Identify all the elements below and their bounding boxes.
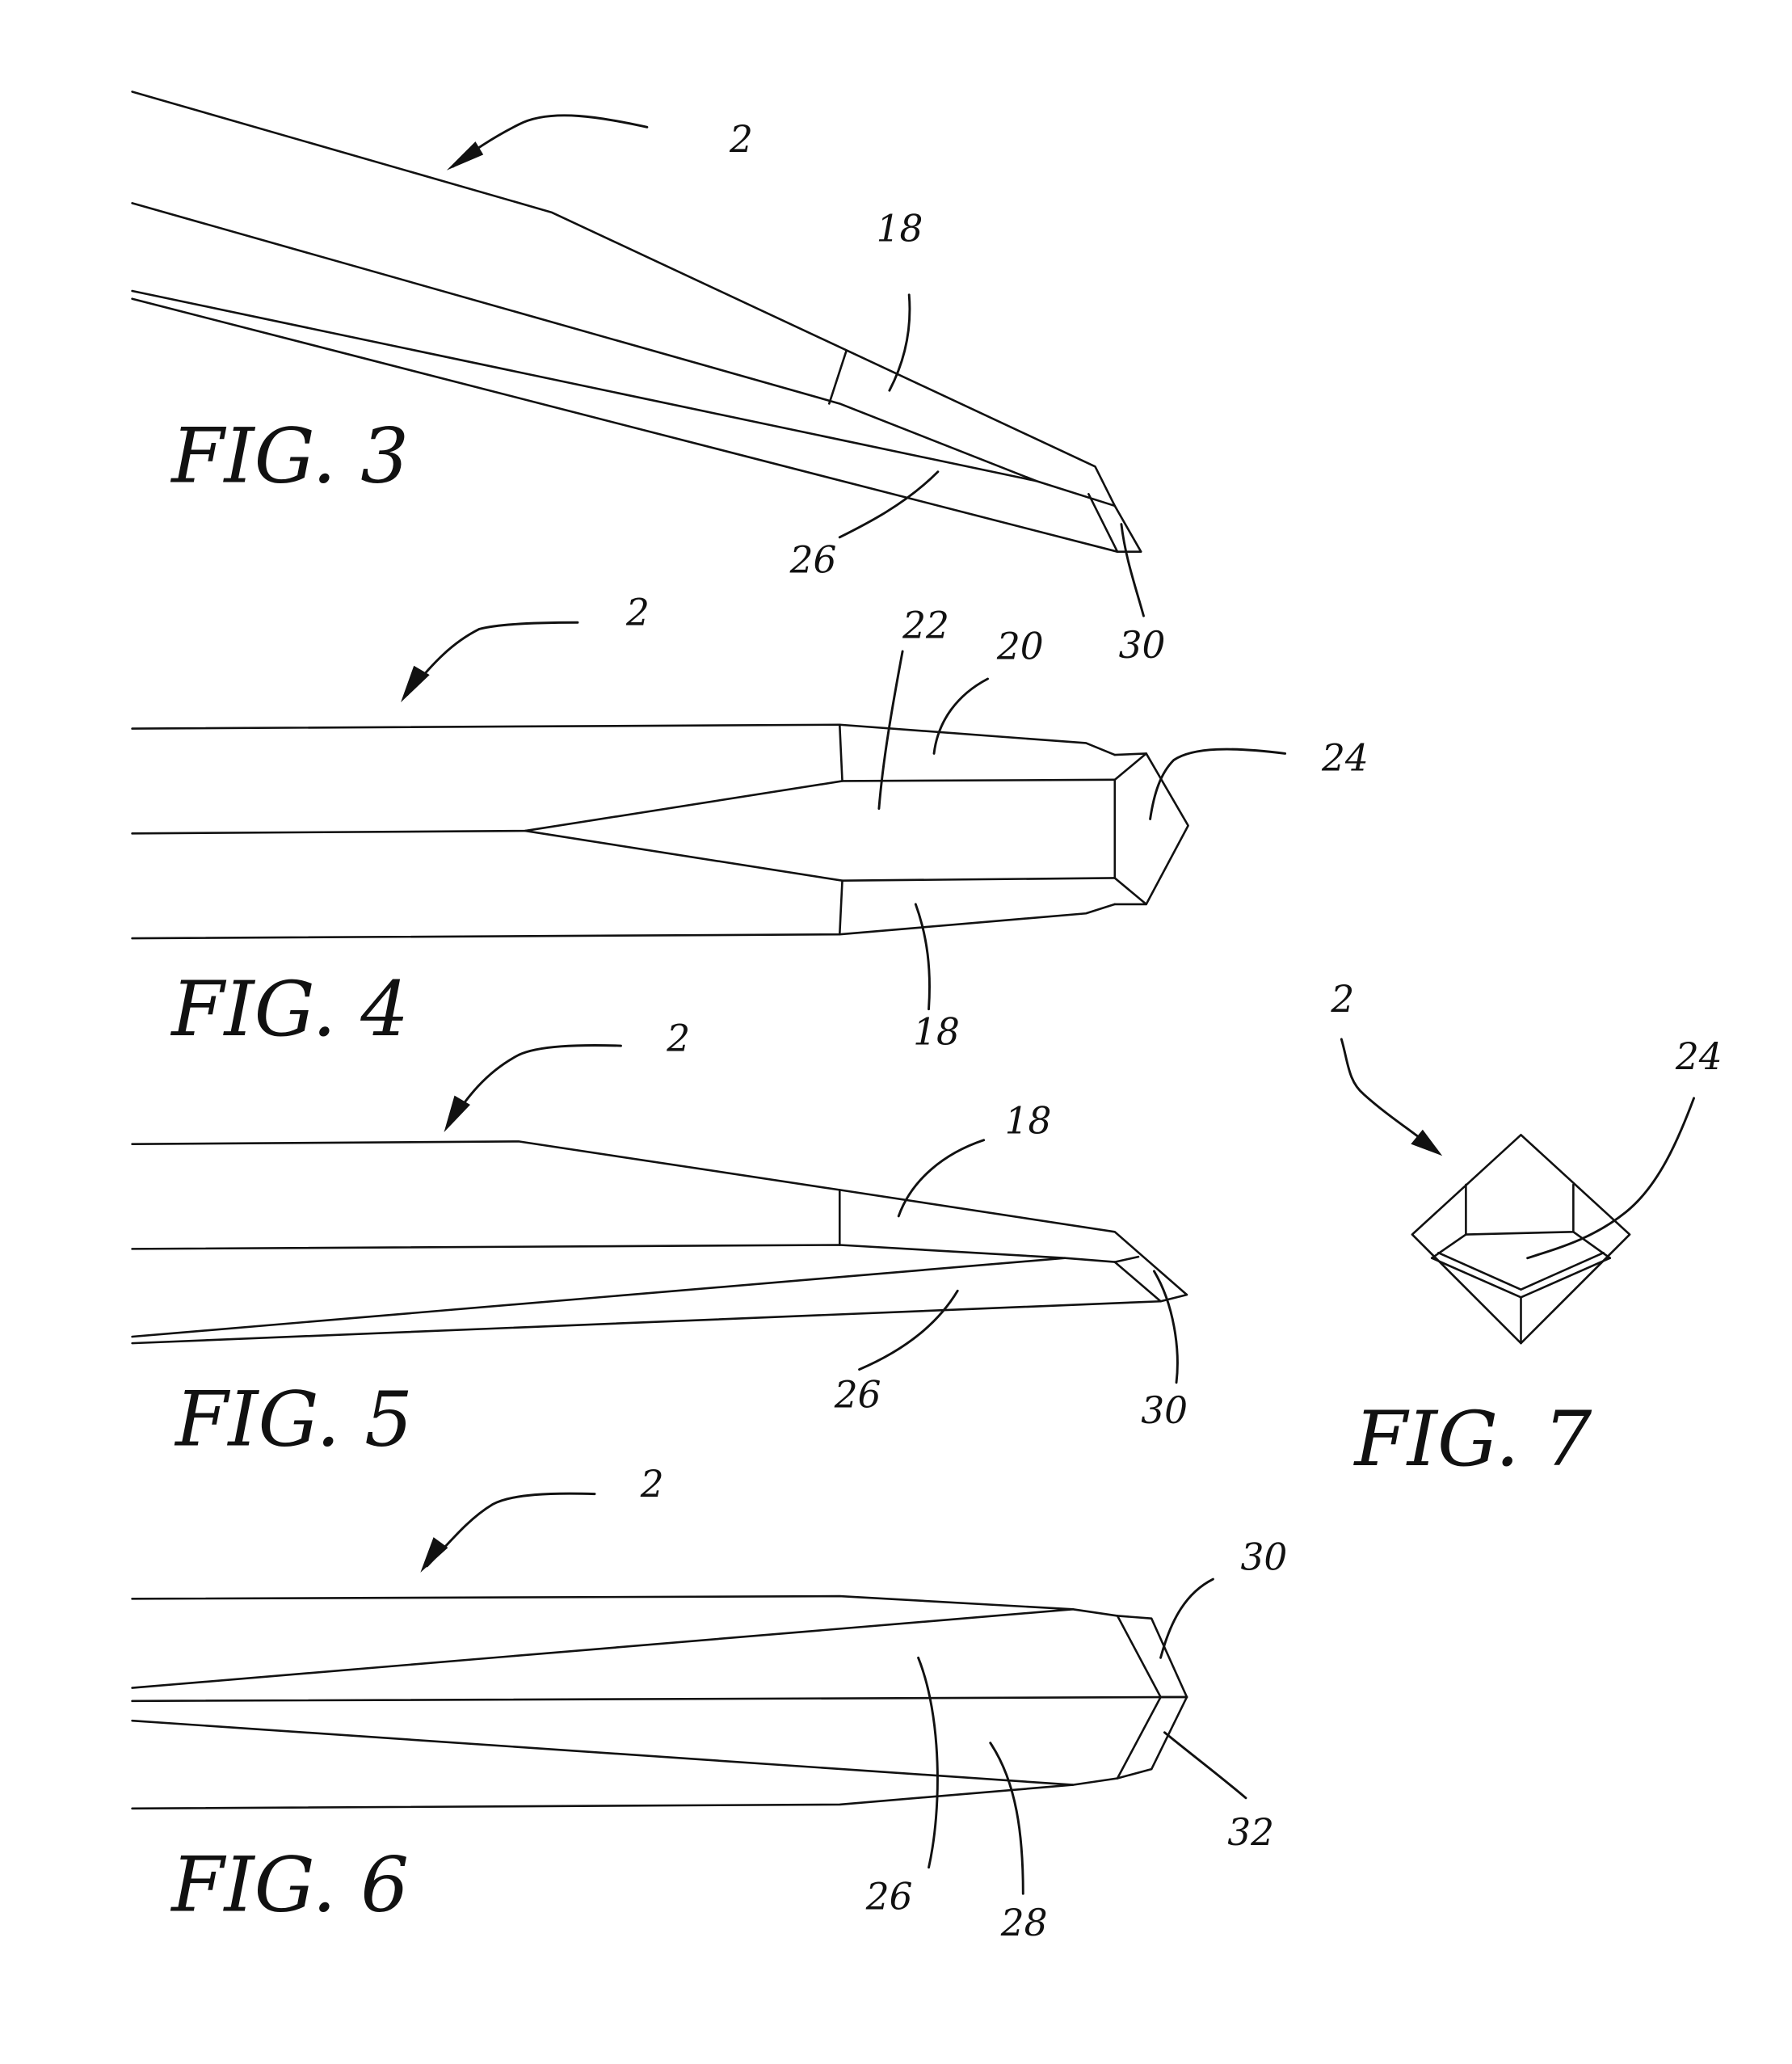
ref-18: 18 — [913, 1010, 960, 1053]
ref-2: 2 — [640, 1463, 664, 1506]
ref-2: 2 — [1330, 978, 1354, 1021]
ref-18: 18 — [877, 207, 923, 250]
figure-3: 2 18 26 30 FIG. 3 — [131, 91, 1166, 667]
figure-label: FIG. 6 — [170, 1841, 409, 1929]
figure-label: FIG. 5 — [174, 1376, 413, 1464]
fig7-tool-end-view — [1411, 1133, 1631, 1345]
ref-18: 18 — [1005, 1100, 1052, 1143]
ref-30: 30 — [1240, 1536, 1287, 1579]
arrow-icon — [401, 665, 430, 703]
fig5-leader-lines — [444, 1044, 1179, 1384]
ref-2: 2 — [729, 118, 753, 161]
fig6-tool-outline — [131, 1594, 1188, 1810]
fig4-tool-outline — [131, 723, 1189, 940]
arrow-icon — [1411, 1129, 1443, 1156]
figure-7: 2 24 FIG. 7 — [1330, 978, 1722, 1484]
figure-6: 2 30 32 26 28 FIG. 6 — [131, 1463, 1287, 1944]
figure-4: 2 22 20 24 18 FIG. 4 — [131, 591, 1369, 1054]
ref-28: 28 — [1000, 1902, 1048, 1944]
ref-30: 30 — [1119, 624, 1166, 667]
ref-26: 26 — [834, 1374, 881, 1417]
ref-26: 26 — [865, 1876, 913, 1919]
arrow-icon — [446, 141, 484, 171]
ref-22: 22 — [902, 604, 949, 647]
figure-5: 2 18 26 30 FIG. 5 — [131, 1017, 1188, 1464]
ref-26: 26 — [789, 539, 837, 582]
ref-2: 2 — [666, 1017, 690, 1060]
ref-2: 2 — [625, 591, 650, 634]
figure-label: FIG. 4 — [170, 966, 409, 1054]
ref-30: 30 — [1141, 1389, 1188, 1432]
fig5-tool-outline — [131, 1140, 1188, 1345]
ref-24: 24 — [1675, 1035, 1723, 1078]
arrow-icon — [420, 1537, 448, 1573]
ref-24: 24 — [1321, 736, 1369, 779]
fig6-leader-lines — [420, 1492, 1247, 1895]
figure-label: FIG. 3 — [170, 413, 409, 501]
ref-20: 20 — [996, 626, 1044, 668]
figure-label: FIG. 7 — [1353, 1396, 1592, 1484]
fig4-leader-lines — [401, 621, 1287, 1011]
fig3-leader-lines — [446, 114, 1145, 617]
ref-32: 32 — [1227, 1811, 1274, 1854]
fig7-leader-lines — [1340, 1038, 1696, 1260]
arrow-icon — [444, 1095, 470, 1133]
fig3-tool-outline — [131, 91, 1142, 553]
